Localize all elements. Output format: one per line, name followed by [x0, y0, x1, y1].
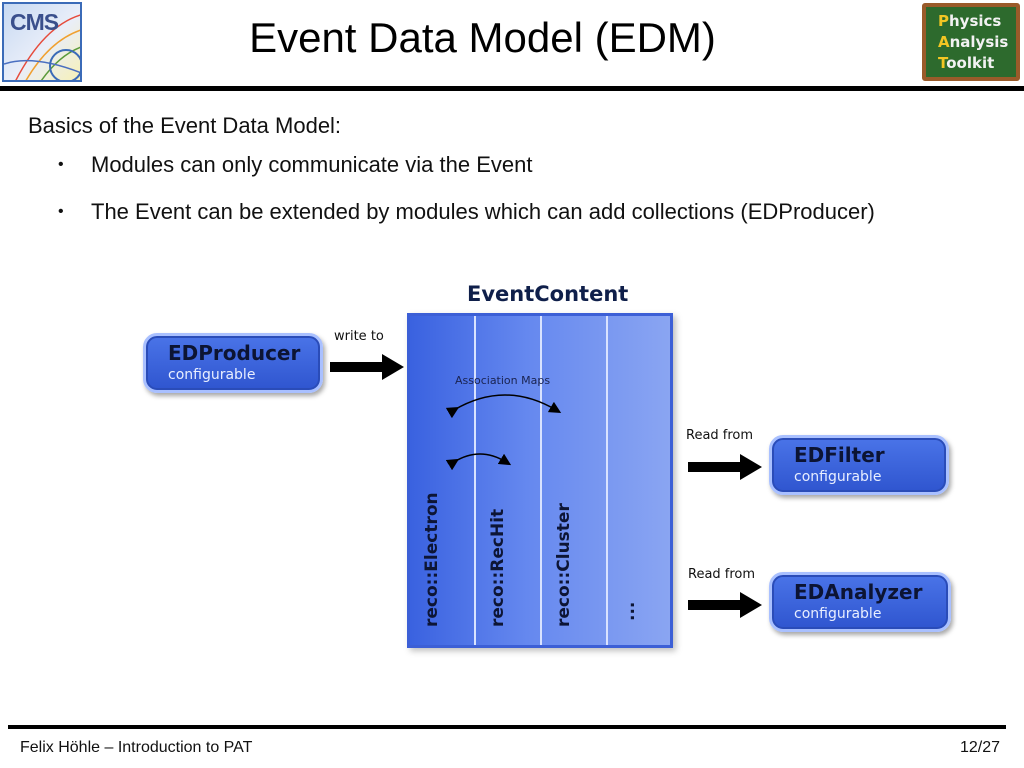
pat-logo-line: Toolkit	[938, 54, 995, 72]
lead-text: Basics of the Event Data Model:	[28, 113, 342, 138]
bullet-item: •The Event can be extended by modules wh…	[58, 197, 875, 227]
association-maps-label: Association Maps	[455, 374, 551, 387]
slide-title: Event Data Model (EDM)	[249, 14, 716, 61]
module-desc: configurable	[794, 606, 882, 622]
module-name: EDAnalyzer	[794, 580, 923, 604]
event-content-title: EventContent	[467, 282, 629, 306]
write-to-label: write to	[334, 329, 384, 344]
bullet-dot-icon: •	[58, 156, 64, 173]
edfilter-module: EDFilter configurable	[769, 435, 949, 495]
module-name: EDFilter	[794, 443, 885, 467]
module-desc: configurable	[794, 469, 882, 485]
edproducer-module: EDProducer configurable	[143, 333, 323, 393]
footer-author: Felix Höhle – Introduction to PAT	[20, 739, 253, 756]
page-number: 12/27	[959, 739, 1000, 756]
pat-logo-line: Physics	[938, 12, 1002, 30]
edanalyzer-module: EDAnalyzer configurable	[769, 572, 951, 632]
event-column-label: reco::Cluster	[554, 503, 574, 627]
event-content-box: reco::Electron reco::RecHit reco::Cluste…	[407, 313, 673, 648]
event-column-label: ...	[619, 601, 639, 621]
event-column: reco::Cluster	[542, 316, 608, 645]
read-arrow-icon	[688, 454, 762, 480]
bullet-item: •Modules can only communicate via the Ev…	[58, 150, 875, 180]
cms-logo-text: CMS	[10, 9, 59, 35]
pat-logo: Physics Analysis Toolkit	[922, 3, 1020, 81]
pat-logo-line: Analysis	[938, 33, 1009, 51]
module-desc: configurable	[168, 367, 256, 383]
footer-divider	[8, 725, 1006, 729]
bullet-dot-icon: •	[58, 203, 64, 220]
module-name: EDProducer	[168, 341, 301, 365]
event-column-label: reco::RecHit	[488, 508, 508, 627]
cms-logo-graphic	[4, 14, 80, 80]
header-divider	[0, 86, 1024, 91]
event-column: ...	[608, 316, 670, 645]
event-column-label: reco::Electron	[422, 492, 442, 627]
bullet-list: •Modules can only communicate via the Ev…	[58, 150, 875, 244]
write-arrow-icon	[330, 354, 404, 380]
event-column: reco::RecHit	[476, 316, 542, 645]
association-arrows	[445, 394, 562, 470]
edm-diagram: EventContent reco::Electron reco::RecHit…	[0, 270, 1024, 670]
event-column: reco::Electron	[410, 316, 476, 645]
read-from-label: Read from	[688, 567, 756, 582]
read-from-label: Read from	[686, 428, 754, 443]
cms-logo: CMS	[2, 2, 82, 82]
read-arrow-icon	[688, 592, 762, 618]
